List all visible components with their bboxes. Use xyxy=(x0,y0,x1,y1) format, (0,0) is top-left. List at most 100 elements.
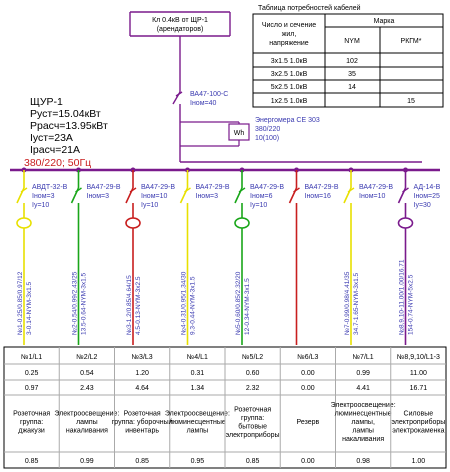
consumer-name: лампы xyxy=(187,428,209,435)
consumer-name: электрокаменка xyxy=(392,428,444,435)
circuit-branch: ВА47-29-ВIном=6Iу=10№5-0.60/0.85/2.32/20… xyxy=(234,167,284,345)
breaker-name: АВДТ-32-В xyxy=(32,184,68,191)
breaker-rating: Iном=10 xyxy=(359,193,385,200)
consumer-name: электроприборы xyxy=(391,418,445,426)
consumer-name: группа: уборочный xyxy=(112,418,173,426)
consumer-name: Резерв xyxy=(297,419,320,426)
circuit-table: №1/L10.250.97Розеточнаягруппа:джакузи0.8… xyxy=(13,347,445,468)
circuit-branch: ВА47-29-ВIном=10Iу=10№3-1.2/0.85/4.64/15… xyxy=(125,167,175,345)
breaker-name: ВА47-29-В xyxy=(359,184,393,191)
circuit-number: №8,9,10/L1-3 xyxy=(397,354,440,361)
consumer-name: группа: xyxy=(20,419,43,426)
cable-table-title: Таблица потребностей кабелей xyxy=(258,4,361,12)
cable-type: 154-0.74-NYM-5x2.5 xyxy=(408,274,415,335)
consumer-name: бытовые xyxy=(238,422,267,430)
rcd-coil xyxy=(16,217,32,229)
breaker-latch xyxy=(293,187,300,193)
breaker-latch xyxy=(402,187,409,193)
meter-current: 10(100) xyxy=(255,135,279,142)
table-row-section: 1x2.5 1.0кВ xyxy=(271,98,308,105)
table-row-nym: 14 xyxy=(348,84,356,91)
table-row-rkgm: 15 xyxy=(407,98,415,105)
cable-type: 13.5-0.64-NYM-3x1.5 xyxy=(81,272,88,335)
cable-spec: №5-0.60/0.85/2.32/20 xyxy=(235,271,242,335)
consumer-name: электроприборы xyxy=(226,431,280,439)
breaker-name: ВА47-29-В xyxy=(250,184,284,191)
circuit-cos-phi: 0.85 xyxy=(246,458,260,465)
table-header-brand: Марка xyxy=(374,18,395,25)
circuit-current: 2.32 xyxy=(246,385,260,392)
breaker-rating: Iном=3 xyxy=(87,193,110,200)
consumer-name: инвентарь xyxy=(125,428,159,435)
breaker-rating: Iном=16 xyxy=(305,193,331,200)
main-breaker-rating: Iном=40 xyxy=(190,100,216,107)
table-row-nym: 102 xyxy=(346,58,358,65)
circuit-power: 0.00 xyxy=(301,370,315,377)
circuit-current: 16.71 xyxy=(410,385,428,392)
breaker-leak-rating: Iу=30 xyxy=(414,202,431,209)
circuit-current: 4.41 xyxy=(356,385,370,392)
table-header-section-2: жил, xyxy=(282,31,297,38)
breaker-leak-rating: Iу=10 xyxy=(250,202,267,209)
breaker-name: ВА47-29-В xyxy=(87,184,121,191)
feed-wiring xyxy=(129,11,422,163)
breaker-latch xyxy=(238,187,246,193)
breaker-name: АД-14-В xyxy=(414,184,441,191)
panel-p-calculated: Ррасч=13.95кВт xyxy=(30,120,108,132)
main-breaker-symbol xyxy=(172,91,183,105)
breaker-name: ВА47-29-В xyxy=(196,184,230,191)
consumer-name: Розеточная xyxy=(234,406,271,413)
circuit-power: 0.60 xyxy=(246,370,260,377)
consumer-name: лампы, xyxy=(351,419,375,426)
feed-label: Кл 0.4кВ от ЩР-1 (арендаторов) xyxy=(152,17,208,33)
consumer-name: люминесцентные xyxy=(169,419,226,426)
rcd-coil xyxy=(397,217,414,229)
consumer-name: Розеточная xyxy=(124,411,161,418)
breaker-rating: Iном=25 xyxy=(414,193,440,200)
meter: Wh xyxy=(180,121,250,147)
circuit-number: №2/L2 xyxy=(76,354,97,361)
consumer-name: люминесцентные xyxy=(335,411,392,418)
table-header-rkgm: РКГМ* xyxy=(401,38,422,45)
cable-spec: №3-1.2/0.85/4.64/15 xyxy=(126,275,133,335)
circuit-power: 0.54 xyxy=(80,370,94,377)
consumer-name: лампы xyxy=(76,419,98,426)
circuit-number: №7/L1 xyxy=(353,354,374,361)
circuit-cos-phi: 0.95 xyxy=(191,458,205,465)
consumer-name: Электроосвещение: xyxy=(331,402,396,409)
circuit-cos-phi: 0.85 xyxy=(135,458,149,465)
panel-i-calculated: Iрасч=21А xyxy=(30,144,80,156)
meter-voltage: 380/220 xyxy=(255,126,280,133)
table-row-nym: 35 xyxy=(348,71,356,78)
circuit-cos-phi: 0.85 xyxy=(25,458,39,465)
circuit-power: 11.00 xyxy=(410,370,427,377)
cable-spec: №7-0.99/0.98/4.41/35 xyxy=(344,271,351,335)
circuit-number: №1/L1 xyxy=(21,354,42,361)
circuit-branches: АВДТ-32-ВIном=3Iу=10№1-0.25/0.85/0.97/12… xyxy=(16,167,441,345)
consumer-name: Электроосвещение: xyxy=(54,411,119,418)
breaker-leak-rating: Iу=10 xyxy=(141,202,158,209)
circuit-current: 0.97 xyxy=(25,385,39,392)
table-header-section-3: напряжение xyxy=(269,40,309,47)
consumer-name: лампы xyxy=(352,428,374,435)
circuit-current: 0.00 xyxy=(301,385,315,392)
circuit-number: №6/L3 xyxy=(297,354,318,361)
cable-type: 12-0.34-NYM-3x1.5 xyxy=(244,278,251,335)
circuit-number: №4/L1 xyxy=(187,354,208,361)
breaker-rating: Iном=3 xyxy=(32,193,55,200)
meter-name: Энергомера СЕ 303 xyxy=(255,117,320,124)
breaker-name: ВА47-29-В xyxy=(141,184,175,191)
consumer-name: Розеточная xyxy=(13,411,50,418)
panel-name: ЩУР-1 xyxy=(30,96,63,108)
cable-type: 3-0.14-NYM-3x1.5 xyxy=(26,282,33,335)
panel-supply: 380/220; 50Гц xyxy=(24,157,91,169)
table-header-nym: NYM xyxy=(344,38,360,45)
panel-p-installed: Руст=15.04кВт xyxy=(30,108,101,120)
circuit-number: №5/L2 xyxy=(242,354,263,361)
consumer-name: джакузи xyxy=(18,428,45,435)
consumer-name: накаливания xyxy=(66,428,108,435)
